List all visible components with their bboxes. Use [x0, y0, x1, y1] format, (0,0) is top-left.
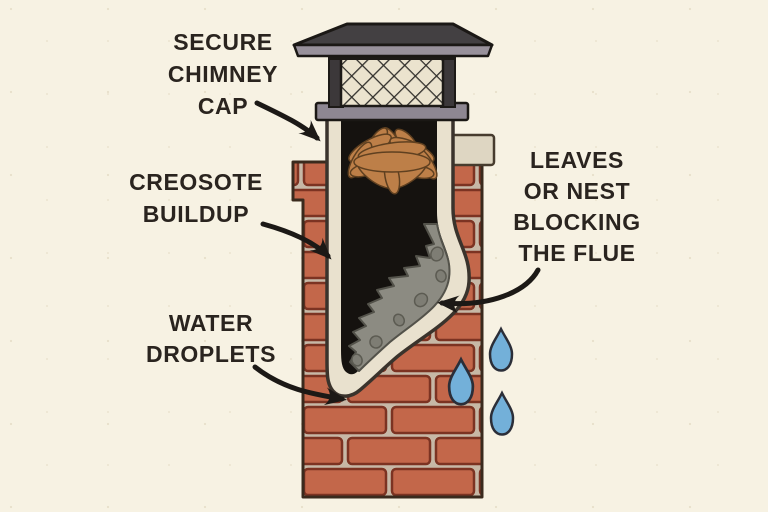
cap-roof-underside [292, 43, 494, 58]
label-line: LEAVES [530, 147, 624, 173]
label-line: BLOCKING [513, 209, 641, 235]
label-line: WATER [168, 310, 254, 336]
flue-cutaway [325, 114, 471, 398]
arrow-to-water [252, 364, 347, 406]
label-leaves-or-nest-blocking-flue: LEAVES OR NEST BLOCKING THE FLUE [492, 145, 662, 269]
arrow-to-cap [254, 100, 321, 142]
arrow-to-creosote [260, 221, 332, 260]
label-line: CREOSOTE [129, 169, 263, 195]
annotation-arrows [252, 100, 541, 406]
label-water-droplets: WATER DROPLETS [116, 308, 306, 370]
arrow-to-flue-blockage [437, 267, 541, 314]
chimney-cap [292, 22, 494, 122]
leaf-nest [347, 127, 438, 195]
label-creosote-buildup: CREOSOTE BUILDUP [101, 166, 291, 230]
label-line: CAP [197, 93, 249, 119]
water-droplet-icon [447, 356, 475, 406]
label-line: DROPLETS [145, 341, 277, 367]
label-line: OR NEST [523, 178, 631, 204]
water-droplets [447, 326, 515, 436]
cap-mesh-screen [339, 54, 445, 108]
water-droplet-icon [488, 326, 514, 372]
water-droplet-icon [489, 390, 515, 436]
cap-roof [292, 22, 494, 47]
label-line: CHIMNEY [167, 61, 279, 87]
label-line: SECURE [173, 29, 273, 55]
label-line: THE FLUE [518, 240, 636, 266]
label-line: BUILDUP [142, 201, 250, 227]
creosote-layer [348, 223, 451, 372]
label-secure-chimney-cap: SECURE CHIMNEY CAP [133, 26, 313, 122]
